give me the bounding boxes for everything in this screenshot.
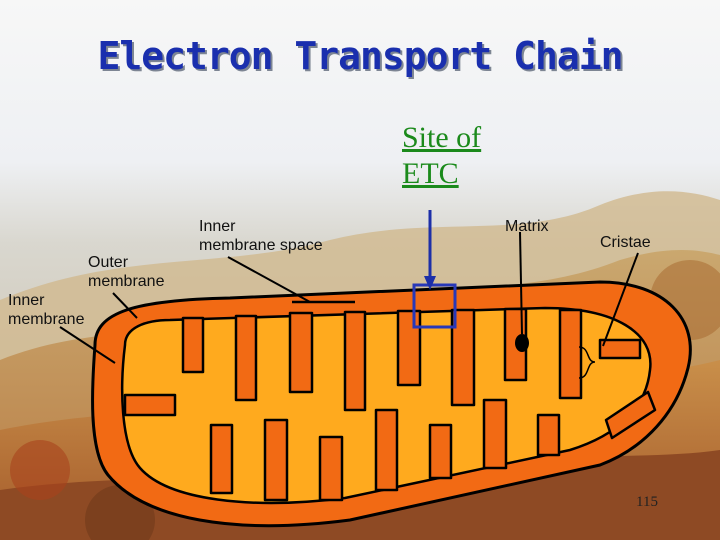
outer-membrane-label-line1: Outer xyxy=(88,254,129,271)
ims-label-line2: membrane space xyxy=(199,237,323,254)
site-of-etc-label: Site of ETC xyxy=(402,120,481,192)
page-number: 115 xyxy=(636,494,658,510)
outer-membrane-label-line2: membrane xyxy=(88,273,165,290)
ims-label-line1: Inner xyxy=(199,218,236,235)
ims-leader xyxy=(227,256,311,303)
inner-membrane-label: Inner membrane xyxy=(8,291,84,329)
matrix-leader xyxy=(519,231,523,335)
matrix-label: Matrix xyxy=(505,218,549,235)
inner-membrane-label-line2: membrane xyxy=(8,311,85,328)
slide-title: Electron Transport Chain xyxy=(97,34,623,78)
inner-membrane-space-label: Inner membrane space xyxy=(199,217,323,255)
etc-arrow-head xyxy=(424,276,436,290)
cristae-folds xyxy=(123,307,657,502)
cristae-leader xyxy=(602,252,639,347)
inner-membrane-label-line1: Inner xyxy=(8,292,45,309)
etc-label: ETC xyxy=(402,157,459,190)
site-of-label: Site of xyxy=(402,121,482,154)
outer-membrane-leader xyxy=(112,292,138,319)
inner-membrane-leader xyxy=(59,326,116,364)
matrix-dot xyxy=(515,334,529,352)
etc-site-box xyxy=(412,283,457,329)
outer-membrane-label: Outer membrane xyxy=(88,253,164,291)
cristae-label: Cristae xyxy=(600,234,651,251)
cristae-brace xyxy=(578,346,596,379)
